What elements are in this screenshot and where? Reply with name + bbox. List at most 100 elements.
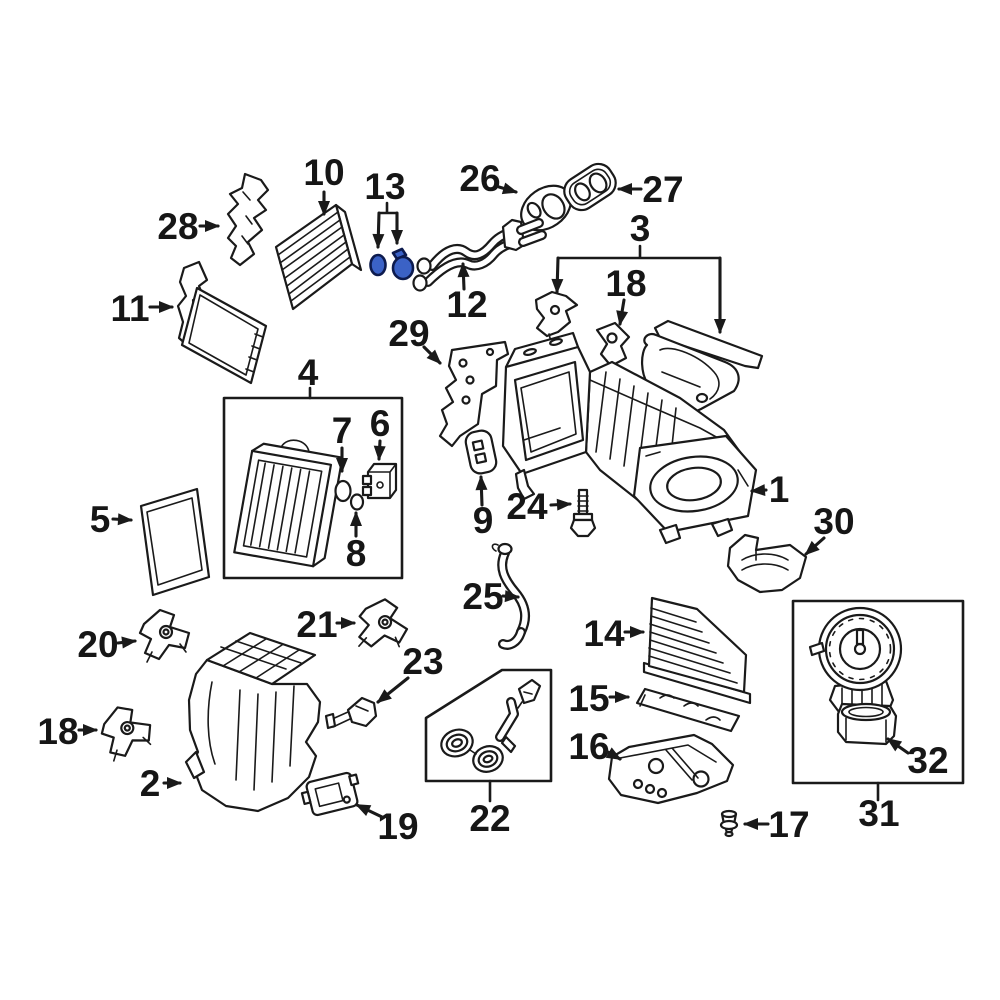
callout-23: 23: [376, 641, 444, 704]
callout-14: 14: [583, 613, 645, 654]
callout-4: 4: [298, 352, 319, 400]
callout-11: 11: [110, 288, 174, 329]
callout-32-label: 32: [907, 740, 948, 781]
part-19-drawing: [300, 771, 360, 817]
callout-18-top: 18: [605, 263, 647, 326]
callout-5-label: 5: [90, 499, 111, 540]
callout-7: 7: [332, 410, 353, 473]
part-29-drawing: [438, 340, 510, 448]
callout-12: 12: [446, 262, 488, 325]
callout-6-label: 6: [370, 403, 391, 444]
part-18-bottom-drawing: [96, 701, 157, 764]
callout-20: 20: [77, 624, 137, 665]
callout-17-label: 17: [768, 804, 809, 845]
callout-3-bracket: [556, 244, 722, 260]
callout-7-label: 7: [332, 410, 353, 451]
callout-16-label: 16: [568, 726, 609, 767]
part-23-drawing: [324, 696, 378, 730]
callout-11-label: 11: [110, 288, 149, 329]
callout-24-arrow: [549, 498, 572, 511]
callout-21: 21: [296, 604, 356, 645]
callout-1-arrow: [750, 484, 768, 497]
part-17-drawing: [719, 809, 739, 838]
part-28-drawing: [226, 172, 270, 267]
callout-16: 16: [568, 726, 622, 767]
part-11-drawing: [176, 260, 268, 385]
callout-30-label: 30: [813, 501, 854, 542]
part-4-box-group: [222, 396, 404, 580]
part-5-drawing: [139, 487, 211, 597]
callout-13-arrow-left: [372, 211, 385, 249]
callout-14-label: 14: [583, 613, 625, 654]
callout-2: 2: [140, 763, 182, 804]
callout-24: 24: [506, 486, 572, 527]
callout-30: 30: [804, 501, 855, 556]
callout-22-label: 22: [469, 798, 510, 839]
callout-3-arrow-left: [551, 256, 564, 294]
part-7-oring-drawing: [334, 479, 352, 503]
callout-31: 31: [858, 781, 900, 834]
part-13-drawing: [369, 247, 415, 281]
part-12-drawing: [412, 218, 547, 292]
callout-25-arrow: [501, 590, 520, 603]
callout-27: 27: [617, 169, 684, 210]
callout-23-arrow: [376, 676, 410, 704]
part-6-expansion-valve-drawing: [361, 462, 398, 500]
callout-9-arrow: [475, 475, 488, 507]
callout-1: 1: [750, 469, 790, 510]
part-20-drawing: [138, 608, 191, 664]
part-31-blower-drawing: [808, 606, 903, 722]
callout-15-label: 15: [568, 678, 609, 719]
part-24-drawing: [569, 488, 597, 538]
part-22-box-group: [424, 668, 553, 783]
part-18-top-drawing: [595, 321, 631, 373]
callout-27-label: 27: [642, 169, 683, 210]
callout-26-label: 26: [459, 158, 500, 199]
part-3-bracket-drawing: [534, 290, 579, 343]
callout-18-top-arrow: [616, 298, 629, 326]
part-2-drawing: [184, 631, 322, 813]
callout-5-arrow: [111, 513, 133, 526]
part-4-evaporator-drawing: [233, 439, 344, 568]
callout-13: 13: [364, 166, 406, 249]
part-1-drawing: [501, 331, 758, 545]
callout-18-bottom: 18: [37, 711, 98, 752]
part-30-drawing: [726, 533, 808, 594]
callout-5: 5: [90, 499, 133, 540]
callout-1-label: 1: [769, 469, 790, 510]
callout-12-arrow: [457, 262, 470, 291]
callout-25: 25: [462, 576, 520, 617]
part-14-drawing: [642, 596, 752, 705]
callout-19-label: 19: [377, 806, 418, 847]
callout-22: 22: [469, 779, 511, 839]
callout-12-label: 12: [446, 284, 487, 325]
callout-19: 19: [355, 803, 419, 847]
callout-9: 9: [473, 475, 494, 541]
part-32-drawing: [836, 702, 898, 746]
callout-10-label: 10: [303, 152, 344, 193]
callout-15: 15: [568, 678, 630, 719]
callout-16-arrow: [604, 747, 622, 761]
callout-2-label: 2: [140, 763, 161, 804]
part-27-drawing: [563, 162, 617, 212]
callout-20-arrow: [116, 636, 137, 649]
callout-17: 17: [743, 804, 810, 845]
part-15-drawing: [635, 687, 741, 733]
callout-29: 29: [388, 313, 442, 365]
callout-4-label: 4: [298, 352, 319, 393]
callout-20-label: 20: [77, 624, 118, 665]
part-31-box-group: [791, 599, 965, 785]
callout-6: 6: [370, 403, 391, 461]
part-16-drawing: [607, 733, 735, 805]
callout-29-arrow: [422, 345, 442, 365]
callout-26-arrow: [497, 182, 518, 195]
callout-24-label: 24: [506, 486, 548, 527]
callout-25-label: 25: [462, 576, 503, 617]
callout-18-bottom-label: 18: [37, 711, 78, 752]
part-8-oring-drawing: [349, 493, 365, 511]
callout-9-label: 9: [473, 500, 494, 541]
part-10-drawing: [274, 203, 363, 311]
callout-21-label: 21: [296, 604, 337, 645]
